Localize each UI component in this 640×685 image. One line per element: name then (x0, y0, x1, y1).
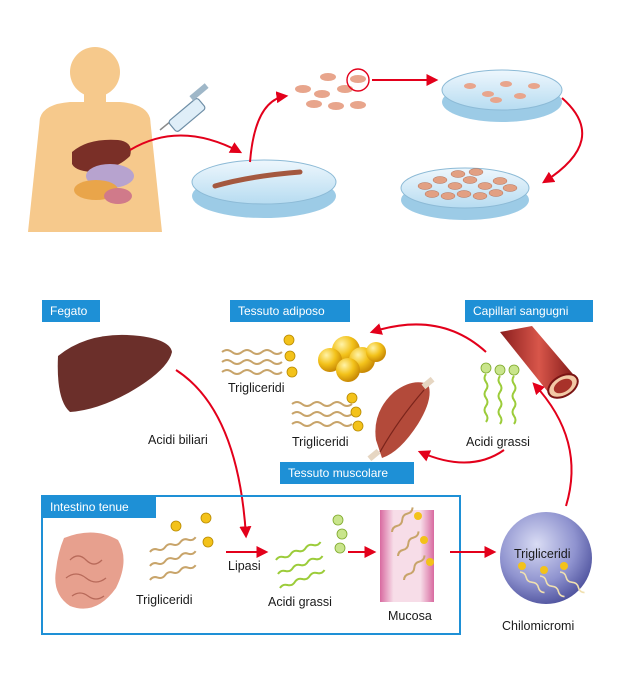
arrow-liver-to-lipasi (175, 369, 252, 539)
triglyceride-chains-intestine (149, 512, 214, 581)
intestino-box (41, 495, 461, 635)
arrow-chylo-to-capillary (532, 382, 573, 507)
dense-culture-dish-icon (400, 167, 530, 220)
tessuto-adiposo-label: Tessuto adiposo (238, 304, 325, 318)
trigliceridi-adipose-label: Trigliceridi (228, 381, 285, 395)
tessuto-adiposo-tag: Tessuto adiposo (230, 300, 350, 322)
trigliceridi-chylo-label: Trigliceridi (514, 547, 571, 561)
tessuto-muscolare-tag: Tessuto muscolare (280, 462, 414, 484)
lipasi-label: Lipasi (228, 559, 261, 573)
acidi-biliari-label: Acidi biliari (148, 433, 208, 447)
blood-vessel-icon (500, 326, 579, 399)
tessuto-muscolare-label: Tessuto muscolare (288, 466, 388, 480)
trigliceridi-intestine-label: Trigliceridi (136, 593, 193, 607)
intestino-label: Intestino tenue (50, 500, 129, 514)
acidi-grassi-capillary-label: Acidi grassi (466, 435, 530, 449)
culture-dish-icon (441, 69, 563, 122)
mucosa-icon (380, 507, 434, 602)
trigliceridi-muscle-label: Trigliceridi (292, 435, 349, 449)
chylomicron-icon (500, 512, 592, 604)
syringe-icon (159, 83, 209, 132)
liver-icon (57, 334, 172, 412)
fegato-label: Fegato (50, 304, 88, 318)
human-figure (28, 47, 162, 232)
muscle-icon (367, 376, 435, 462)
petri-dish-icon (191, 159, 337, 218)
intestino-tag: Intestino tenue (42, 496, 156, 518)
arrow-capillary-to-adipose (369, 323, 487, 353)
triglyceride-chains-adipose (221, 334, 298, 378)
fegato-tag: Fegato (42, 300, 100, 322)
organs (72, 139, 134, 204)
arrow-liver-to-dish (129, 134, 243, 154)
isolated-cells (295, 68, 370, 110)
mucosa-label: Mucosa (388, 609, 432, 623)
fatty-acids-capillary (480, 362, 520, 425)
capillari-label: Capillari sangugni (473, 304, 568, 318)
arrow-dish2-to-dish3 (541, 97, 584, 184)
arrow-capillary-to-muscle (417, 449, 505, 464)
capillari-tag: Capillari sangugni (465, 300, 593, 322)
fatty-acids-intestine (275, 514, 348, 589)
acidi-grassi-intestine-label: Acidi grassi (268, 595, 332, 609)
arrow-dish-to-cells (249, 91, 289, 163)
chilomicromi-label: Chilomicromi (502, 619, 574, 633)
fat-cells-icon (318, 336, 386, 382)
triglyceride-chains-muscle (291, 392, 364, 432)
intestine-icon (55, 532, 124, 609)
